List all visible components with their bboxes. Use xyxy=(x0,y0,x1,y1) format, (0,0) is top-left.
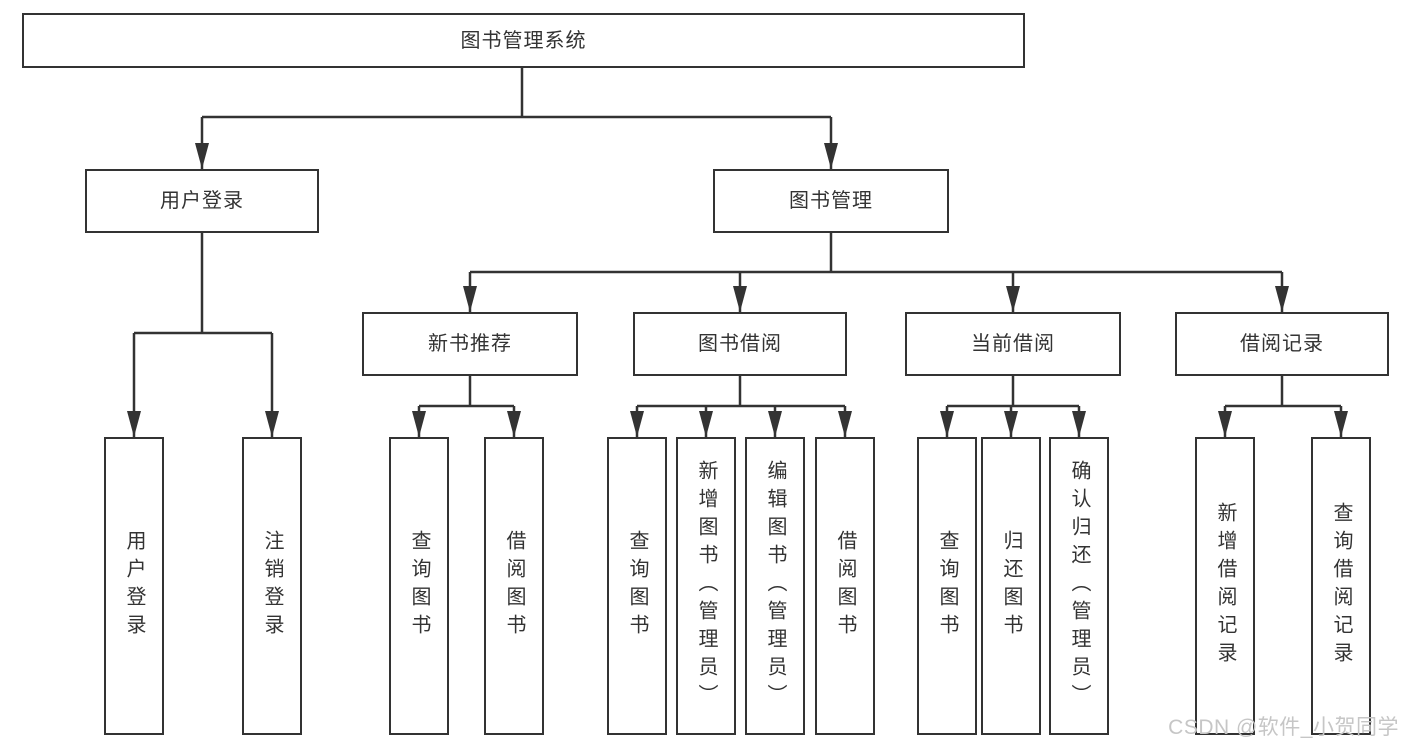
node-leaf-query-books-3: 查询图书 xyxy=(917,437,977,735)
node-leaf-user-login: 用户登录 xyxy=(104,437,164,735)
node-leaf-query-books-1: 查询图书 xyxy=(389,437,449,735)
node-root-library-system: 图书管理系统 xyxy=(22,13,1025,68)
node-leaf-return-books: 归还图书 xyxy=(981,437,1041,735)
node-leaf-query-borrow-record: 查询借阅记录 xyxy=(1311,437,1371,735)
node-leaf-add-borrow-record: 新增借阅记录 xyxy=(1195,437,1255,735)
node-leaf-borrow-books-1: 借阅图书 xyxy=(484,437,544,735)
node-leaf-borrow-books-2: 借阅图书 xyxy=(815,437,875,735)
node-book-management: 图书管理 xyxy=(713,169,949,233)
node-user-login: 用户登录 xyxy=(85,169,319,233)
node-new-book-recommend: 新书推荐 xyxy=(362,312,578,376)
node-leaf-add-books-admin: 新增图书（管理员） xyxy=(676,437,736,735)
node-borrow-records: 借阅记录 xyxy=(1175,312,1389,376)
node-book-borrow: 图书借阅 xyxy=(633,312,847,376)
node-leaf-logout: 注销登录 xyxy=(242,437,302,735)
node-current-borrow: 当前借阅 xyxy=(905,312,1121,376)
node-leaf-confirm-return-admin: 确认归还（管理员） xyxy=(1049,437,1109,735)
node-leaf-edit-books-admin: 编辑图书（管理员） xyxy=(745,437,805,735)
node-leaf-query-books-2: 查询图书 xyxy=(607,437,667,735)
